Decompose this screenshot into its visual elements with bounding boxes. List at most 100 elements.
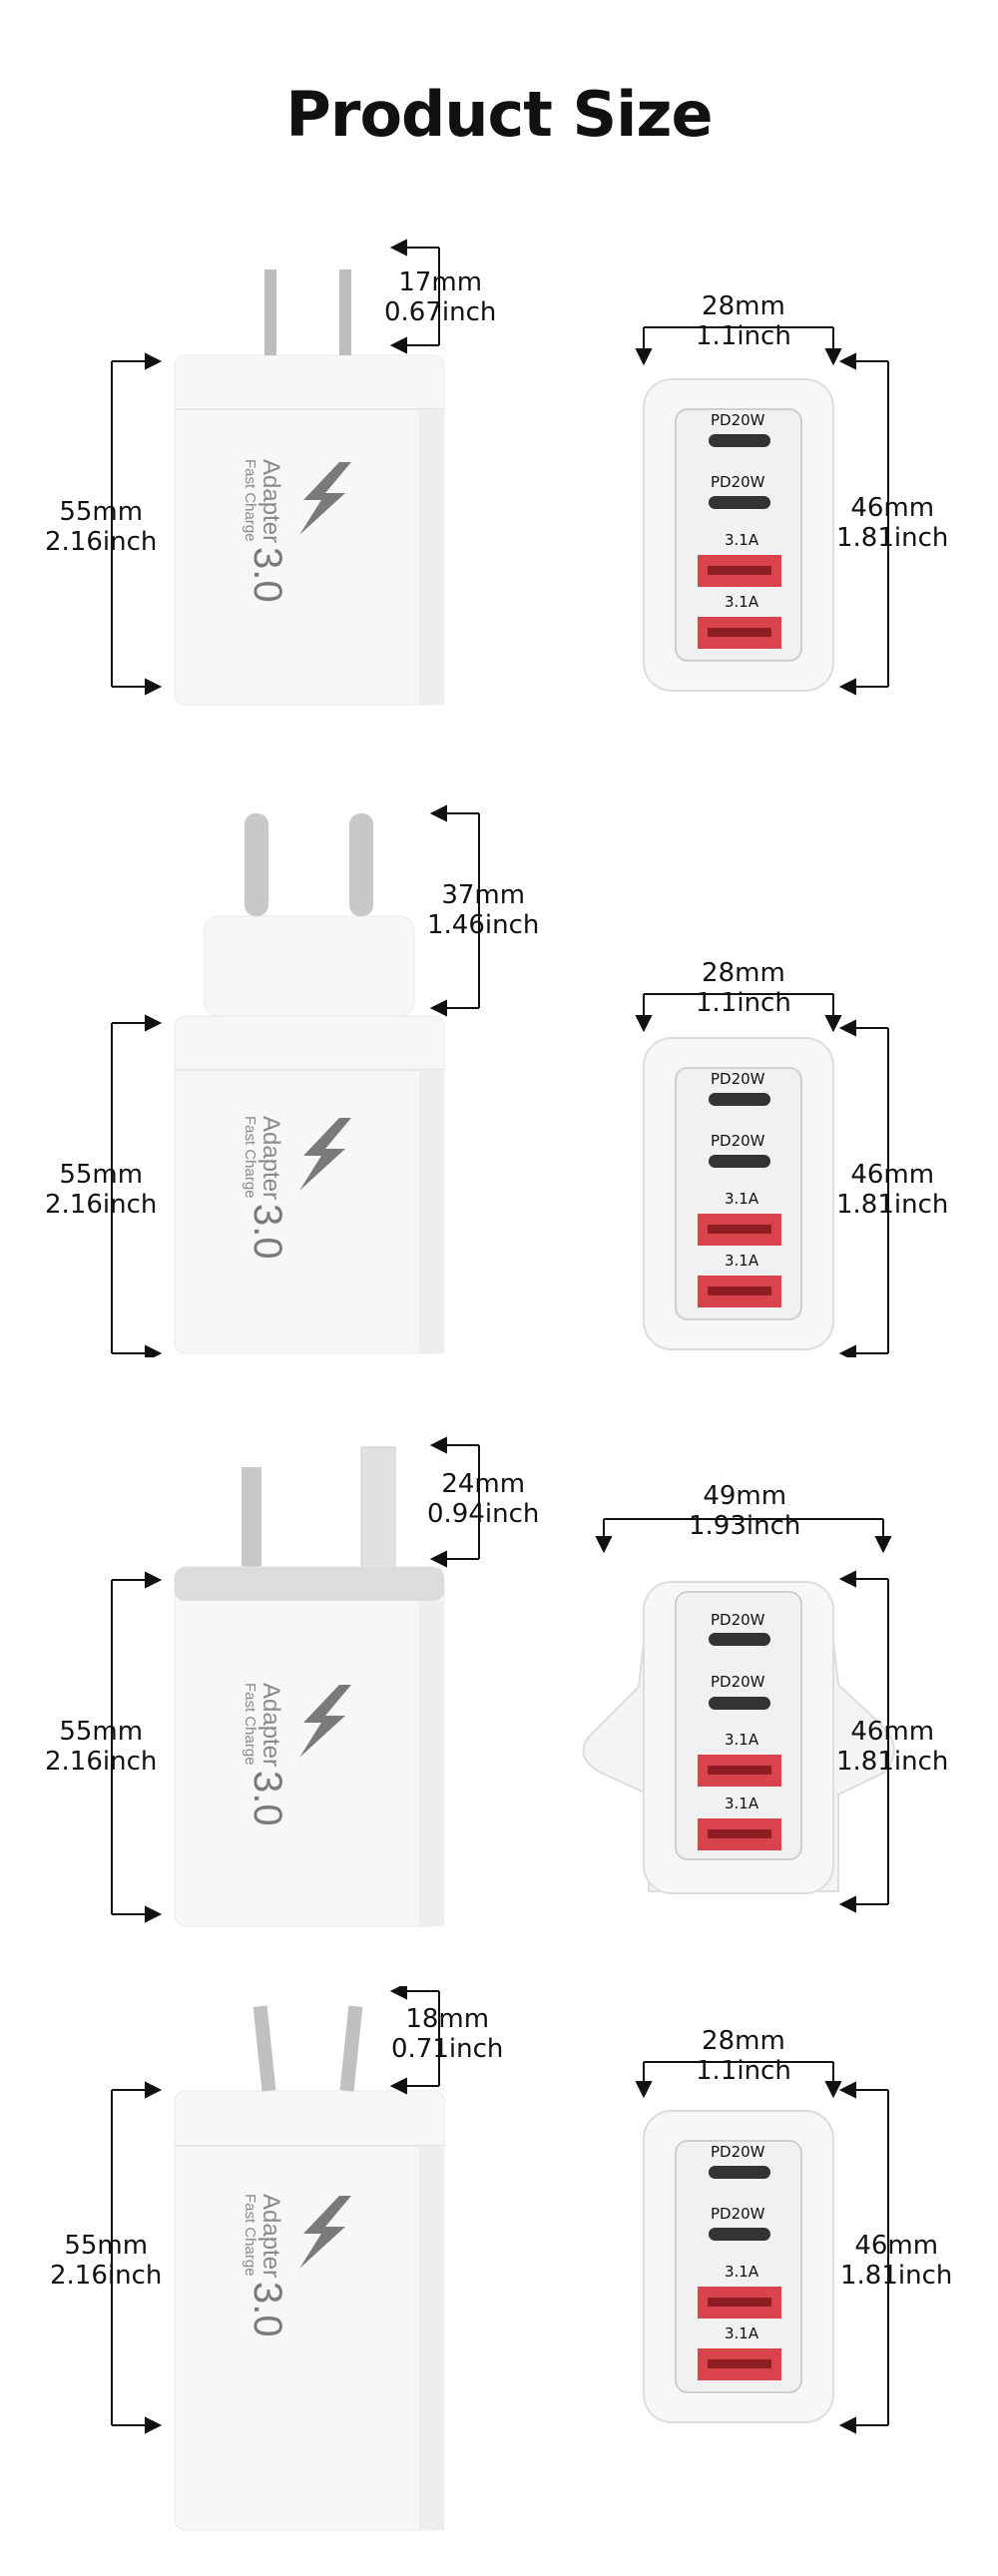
prong-left xyxy=(264,269,276,355)
usb-c-port xyxy=(709,1697,770,1710)
front-height-arrow xyxy=(838,352,889,696)
width-arrow xyxy=(635,993,842,1033)
page-title: Product Size xyxy=(285,78,713,151)
height-arrow xyxy=(111,1571,163,1923)
bolt-icon xyxy=(299,462,351,535)
usb-a-slot xyxy=(708,2359,771,2368)
usb-c-port xyxy=(709,496,770,509)
version-text: 3.0 xyxy=(246,2282,289,2337)
side-shadow xyxy=(419,409,444,705)
port-label-2: PD20W xyxy=(711,1132,765,1150)
front-height-arrow xyxy=(838,2081,889,2434)
prong-right xyxy=(339,269,351,355)
port-label-4: 3.1A xyxy=(725,1252,759,1270)
pin-top xyxy=(360,1446,396,1568)
uk-diagram xyxy=(111,1436,895,1927)
side-shadow xyxy=(419,1601,444,1926)
plug-arrow xyxy=(389,239,440,354)
side-body xyxy=(174,354,445,706)
side-branding: Adapter Fast Charge 3.0 xyxy=(242,459,289,639)
front-height-arrow xyxy=(838,1570,889,1913)
usb-a-slot xyxy=(708,566,771,575)
au-diagram xyxy=(111,1986,889,2531)
usb-a-slot xyxy=(708,1829,771,1838)
usb-c-port xyxy=(709,2228,770,2241)
port-label-1: PD20W xyxy=(711,2143,765,2161)
front-height-arrow xyxy=(838,1019,889,1357)
port-label-3: 3.1A xyxy=(725,1731,759,1749)
usb-a-slot xyxy=(708,2298,771,2307)
port-label-4: 3.1A xyxy=(725,593,759,611)
bolt-icon xyxy=(299,1685,351,1758)
width-arrow xyxy=(595,1518,892,1554)
height-arrow xyxy=(111,1014,163,1357)
port-panel xyxy=(675,408,802,662)
port-panel xyxy=(675,1591,802,1860)
variant-au: PD20W PD20W 3.1A 3.1A Adapter Fast Charg… xyxy=(0,1986,998,2565)
us-diagram xyxy=(111,239,889,706)
usb-c-port xyxy=(709,2166,770,2179)
variant-uk: PD20W PD20W 3.1A 3.1A Adapter Fast Charg… xyxy=(0,1427,998,1936)
variant-us: PD20W PD20W 3.1A 3.1A Adapter Fast Charg… xyxy=(0,230,998,729)
port-label-1: PD20W xyxy=(711,1070,765,1088)
port-panel xyxy=(675,2140,802,2393)
usb-a-slot xyxy=(708,628,771,637)
side-branding: Adapter Fast Charge 3.0 xyxy=(242,1683,289,1862)
port-label-3: 3.1A xyxy=(725,2263,759,2281)
port-label-2: PD20W xyxy=(711,2205,765,2223)
side-body xyxy=(174,1015,445,1354)
version-text: 3.0 xyxy=(246,1771,289,1826)
side-shadow xyxy=(419,2146,444,2530)
eu-plug-base xyxy=(204,915,415,1017)
eu-diagram xyxy=(111,804,889,1357)
side-cap xyxy=(175,1567,444,1601)
side-body xyxy=(174,2090,445,2531)
version-text: 3.0 xyxy=(246,1204,289,1260)
side-branding: Adapter Fast Charge 3.0 xyxy=(242,2194,289,2373)
plug-arrow xyxy=(389,1986,440,2095)
width-arrow xyxy=(635,326,842,366)
plug-arrow xyxy=(429,804,480,1017)
pin-left xyxy=(245,813,268,916)
usb-a-slot xyxy=(708,1766,771,1775)
bolt-icon xyxy=(299,2196,351,2269)
prong-right xyxy=(339,2005,363,2092)
version-text: 3.0 xyxy=(246,547,289,603)
port-label-2: PD20W xyxy=(711,1673,765,1691)
port-label-2: PD20W xyxy=(711,473,765,491)
bolt-icon xyxy=(299,1118,351,1191)
usb-c-port xyxy=(709,1633,770,1646)
usb-a-slot xyxy=(708,1225,771,1234)
side-branding: Adapter Fast Charge 3.0 xyxy=(242,1116,289,1295)
port-label-3: 3.1A xyxy=(725,531,759,549)
variant-eu: PD20W PD20W 3.1A 3.1A Adapter Fast Charg… xyxy=(0,798,998,1357)
width-arrow xyxy=(635,2061,842,2099)
height-arrow xyxy=(111,2081,163,2434)
usb-a-slot xyxy=(708,1287,771,1295)
height-arrow xyxy=(111,352,163,696)
port-label-1: PD20W xyxy=(711,411,765,429)
side-shadow xyxy=(419,1070,444,1353)
port-label-4: 3.1A xyxy=(725,2324,759,2342)
pin-right xyxy=(349,813,373,916)
prong-left xyxy=(252,2005,276,2092)
usb-c-port xyxy=(709,434,770,447)
pin-left xyxy=(242,1467,261,1567)
port-label-1: PD20W xyxy=(711,1611,765,1629)
usb-c-port xyxy=(709,1155,770,1168)
